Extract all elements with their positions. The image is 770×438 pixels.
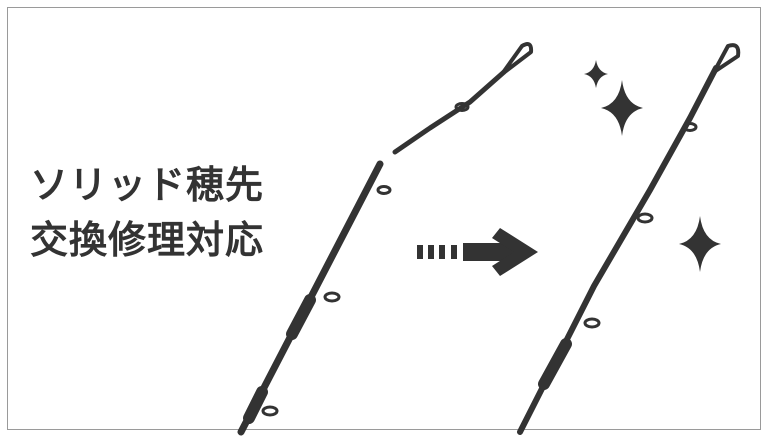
- rod-guide: [376, 185, 392, 195]
- rod-guide: [636, 212, 654, 224]
- sparkle-icon: [601, 80, 643, 136]
- rod-guide: [583, 317, 601, 329]
- rod-blank: [517, 65, 719, 435]
- rod-guide: [323, 291, 341, 303]
- rod-tip-top: [712, 43, 741, 74]
- headline-line-1: ソリッド穂先: [30, 163, 265, 207]
- rod-wrap: [538, 338, 572, 390]
- sparkle-icon: [584, 60, 608, 88]
- rod-guide: [682, 122, 698, 132]
- headline: ソリッド穂先 交換修理対応: [30, 158, 264, 268]
- rod-guide: [454, 102, 470, 112]
- rod-lower-wraps: [243, 294, 316, 424]
- rod-guide: [261, 405, 279, 417]
- repaired-rod-icon: [517, 43, 741, 435]
- rod-broken-tip: [392, 69, 507, 155]
- headline-line-2: 交換修理対応: [30, 218, 265, 262]
- arrow-right-icon: [417, 228, 538, 276]
- sparkle-icon: [679, 216, 721, 272]
- broken-rod-icon: [237, 42, 534, 436]
- rod-tip-top: [500, 42, 534, 76]
